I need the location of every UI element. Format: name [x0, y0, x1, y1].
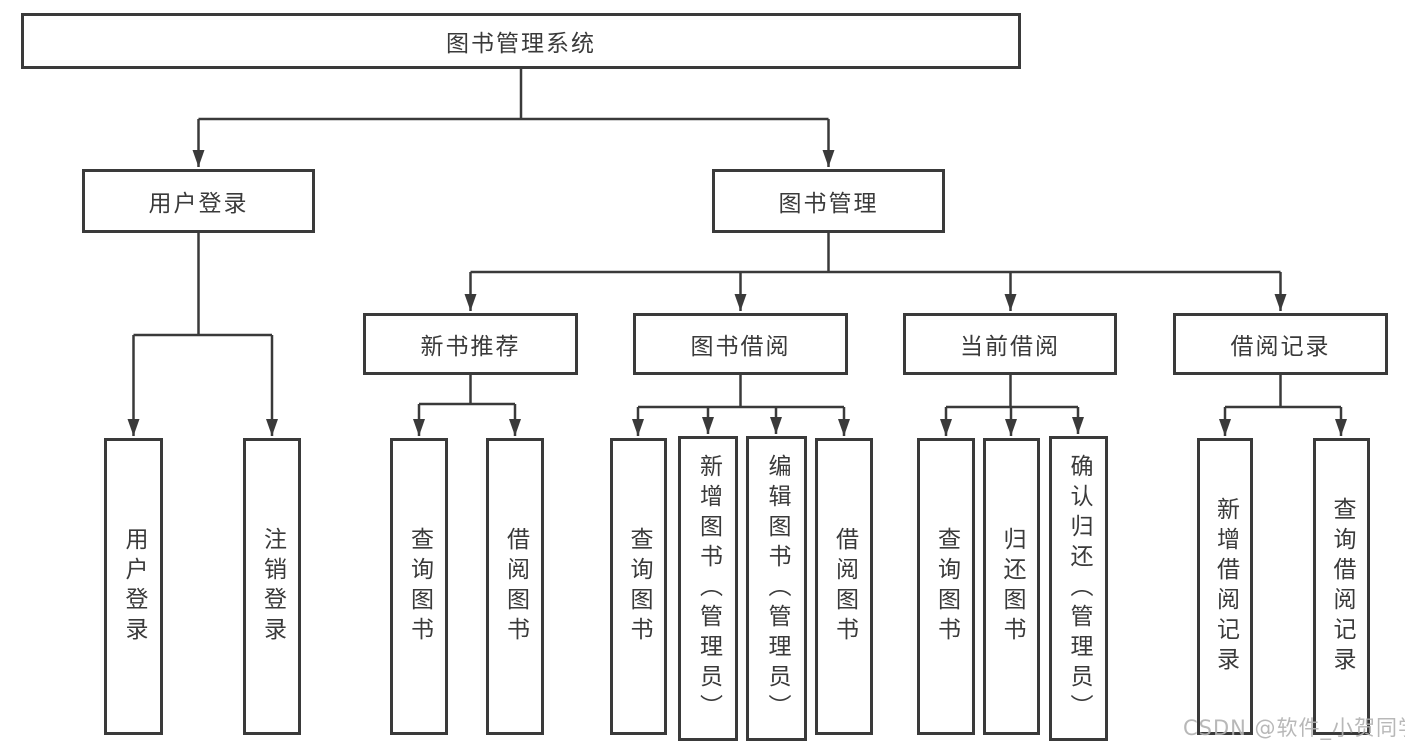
node-book-borrow: 图书借阅 — [633, 313, 848, 375]
node-book-management: 图书管理 — [712, 169, 945, 233]
leaf-label: 新增图书（管理员） — [695, 453, 722, 724]
node-new-book-recommend: 新书推荐 — [363, 313, 578, 375]
leaf-label: 编辑图书（管理员） — [764, 453, 790, 724]
leaf-query-borrow-record: 查询借阅记录 — [1313, 438, 1370, 735]
leaf-query-books-1: 查询图书 — [390, 438, 448, 735]
leaf-label: 查询图书 — [933, 526, 960, 647]
leaf-label: 注销登录 — [259, 526, 286, 647]
leaf-edit-book-admin: 编辑图书（管理员） — [746, 436, 807, 741]
node-user-login: 用户登录 — [82, 169, 315, 233]
leaf-label: 查询图书 — [406, 526, 433, 647]
leaf-query-books-2: 查询图书 — [610, 438, 667, 735]
leaf-query-books-3: 查询图书 — [917, 438, 975, 735]
leaf-add-book-admin: 新增图书（管理员） — [678, 436, 738, 741]
leaf-logout: 注销登录 — [243, 438, 301, 735]
leaf-label: 借阅图书 — [831, 526, 858, 647]
node-system-root: 图书管理系统 — [21, 13, 1021, 69]
leaf-label: 用户登录 — [121, 526, 147, 647]
node-borrow-records: 借阅记录 — [1173, 313, 1388, 375]
leaf-add-borrow-record: 新增借阅记录 — [1197, 438, 1253, 735]
csdn-watermark: CSDN @软件_小贺同学 — [1183, 716, 1405, 740]
leaf-label: 归还图书 — [999, 526, 1025, 647]
leaf-label: 新增借阅记录 — [1212, 496, 1239, 677]
leaf-label: 查询图书 — [626, 526, 652, 647]
leaf-user-login: 用户登录 — [104, 438, 163, 735]
leaf-borrow-books-2: 借阅图书 — [815, 438, 873, 735]
leaf-label: 借阅图书 — [502, 526, 529, 647]
node-current-borrow: 当前借阅 — [903, 313, 1117, 375]
leaf-borrow-books-1: 借阅图书 — [486, 438, 544, 735]
leaf-label: 查询借阅记录 — [1329, 496, 1355, 677]
leaf-label: 确认归还（管理员） — [1066, 453, 1092, 724]
leaf-confirm-return-admin: 确认归还（管理员） — [1049, 436, 1108, 741]
leaf-return-book: 归还图书 — [983, 438, 1040, 735]
